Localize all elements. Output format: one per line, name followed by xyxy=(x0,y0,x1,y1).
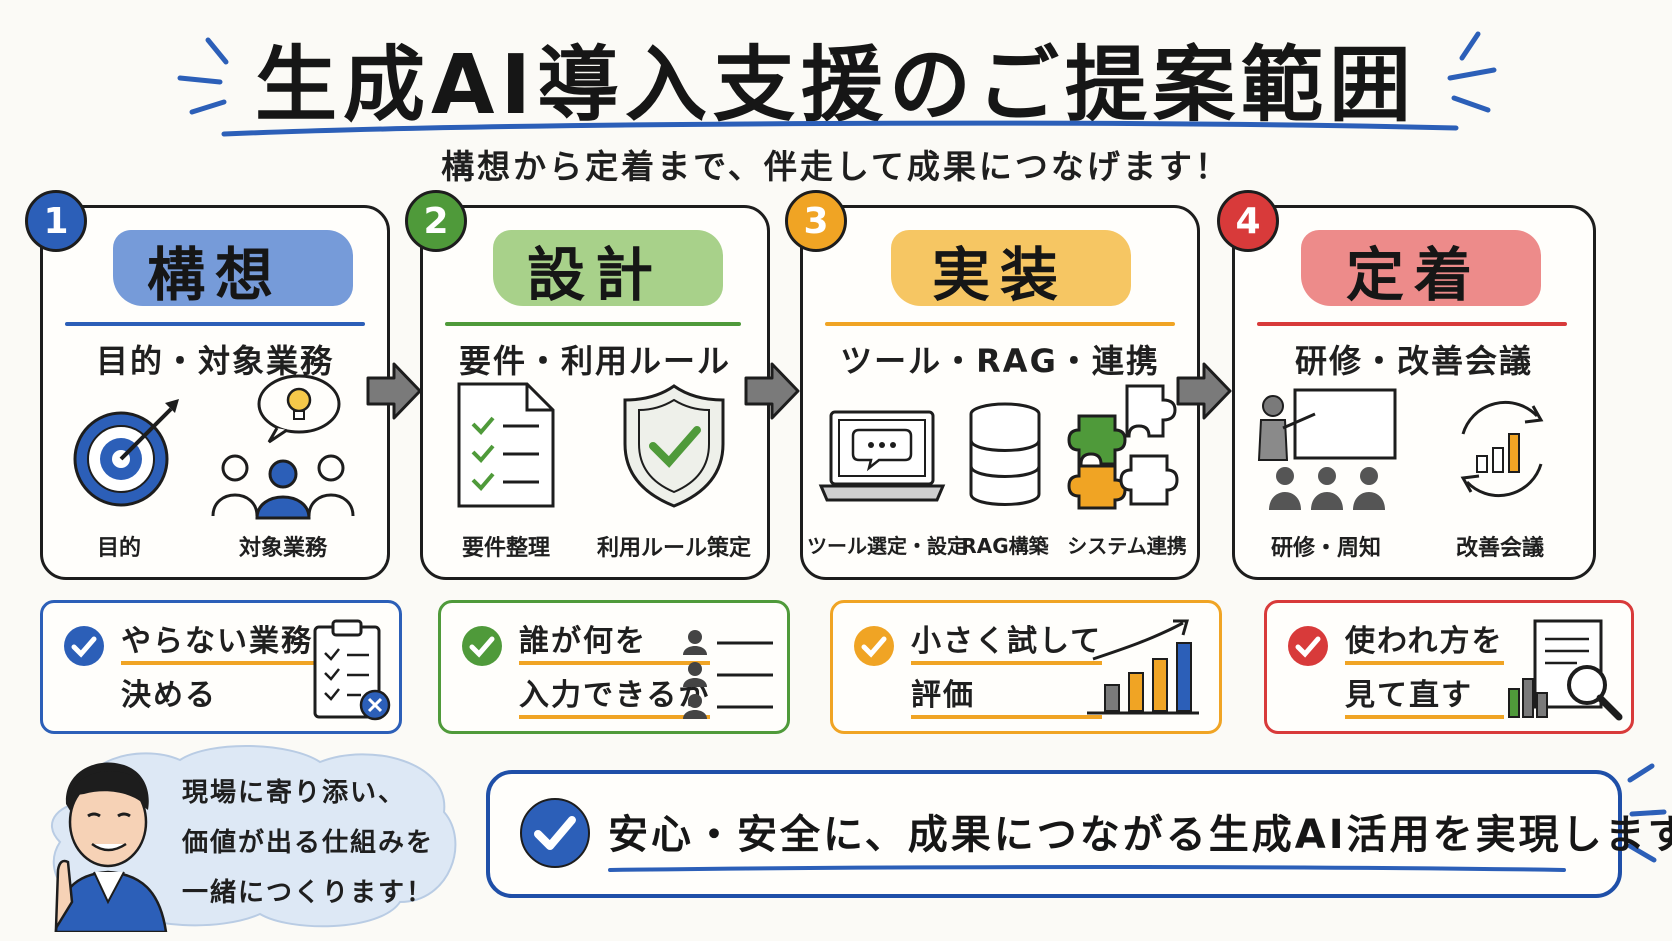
step-subtitle: ツール・RAG・連携 xyxy=(840,342,1160,380)
step-card-2: 2 設計 要件・利用ルール 要件整理 利用ルール策定 xyxy=(405,190,770,580)
training-icon xyxy=(1257,388,1397,510)
note-box-3: 小さく試して 評価 xyxy=(830,600,1222,734)
banner-underline xyxy=(608,865,1566,872)
icon-label: システム連携 xyxy=(1067,534,1187,558)
checklist-icon xyxy=(457,382,555,508)
step-subtitle: 目的・対象業務 xyxy=(95,342,334,380)
check-circle-icon xyxy=(520,798,590,868)
step-title: 設計 xyxy=(526,241,663,309)
page-subtitle: 構想から定着まで、伴走して成果につなげます！ xyxy=(441,147,1231,186)
icon-label: 研修・周知 xyxy=(1270,536,1381,561)
shield-icon xyxy=(623,384,725,508)
icon-label: ツール選定・設定 xyxy=(807,534,967,558)
step-number-badge: 1 xyxy=(25,190,87,252)
step-arrow-icon xyxy=(744,362,800,420)
step-number-badge: 3 xyxy=(785,190,847,252)
step-rule xyxy=(65,322,365,326)
user-list-icon xyxy=(683,630,773,719)
step-card-1: 1 構想 目的・対象業務 目的 対象業務 xyxy=(25,190,390,580)
note-line: 誰が何を xyxy=(519,617,711,671)
note-line: 評価 xyxy=(911,671,1103,725)
clipboard-icon xyxy=(313,619,391,721)
check-circle-icon xyxy=(64,626,104,666)
consultant-avatar xyxy=(54,762,168,932)
spark-right-icon xyxy=(1447,31,1497,113)
step-title-highlight xyxy=(1301,230,1541,306)
speech-text: 現場に寄り添い、 価値が出る仕組みを 一緒につくります！ xyxy=(182,768,434,918)
icon-label: 要件整理 xyxy=(461,536,550,561)
speech-line: 現場に寄り添い、 xyxy=(182,778,407,808)
step-arrow-icon xyxy=(1176,362,1232,420)
improvement-cycle-icon xyxy=(1460,400,1544,498)
puzzle-icon xyxy=(1067,384,1179,510)
conclusion-banner: 安心・安全に、成果につながる生成AI活用を実現します！ xyxy=(486,770,1672,898)
note-line: 決める xyxy=(121,678,217,713)
step-title: 定着 xyxy=(1345,241,1482,309)
step-rule xyxy=(1257,322,1567,326)
report-search-icon xyxy=(1508,619,1623,721)
note-text: 誰が何を 入力できるか xyxy=(519,617,711,725)
spark-banner-icon xyxy=(1627,763,1667,863)
note-line: 入力できるか xyxy=(519,671,711,725)
database-icon xyxy=(969,402,1041,506)
note-line: 小さく試して xyxy=(911,617,1103,671)
growth-chart-icon xyxy=(1087,619,1199,715)
step-number-badge: 4 xyxy=(1217,190,1279,252)
laptop-chat-icon xyxy=(818,410,946,502)
step-rule xyxy=(825,322,1175,326)
step-card-4: 4 定着 研修・改善会議 研修・周知 改善会議 xyxy=(1217,190,1596,580)
icon-label: 利用ルール策定 xyxy=(596,536,751,561)
check-circle-icon xyxy=(854,626,894,666)
note-box-2: 誰が何を 入力できるか xyxy=(438,600,790,734)
icon-label: RAG構築 xyxy=(961,534,1049,558)
title-underline xyxy=(221,120,1459,137)
step-title: 構想 xyxy=(146,241,283,309)
step-number-badge: 2 xyxy=(405,190,467,252)
note-box-1: やらない業務も 決める xyxy=(40,600,402,734)
step-rule xyxy=(445,322,741,326)
note-box-4: 使われ方を 見て直す xyxy=(1264,600,1634,734)
note-text: 使われ方を 見て直す xyxy=(1345,617,1504,725)
icon-label: 対象業務 xyxy=(238,536,327,561)
note-text: やらない業務も 決める xyxy=(121,617,345,721)
speech-line: 一緒につくります！ xyxy=(182,878,435,908)
page-title: 生成AI導入支援のご提案範囲 xyxy=(255,38,1417,133)
icon-label: 目的 xyxy=(96,536,141,561)
note-line: 見て直す xyxy=(1345,671,1504,725)
note-line: やらない業務も xyxy=(121,617,345,671)
target-icon xyxy=(73,399,179,507)
spark-left-icon xyxy=(177,37,229,115)
note-text: 小さく試して 評価 xyxy=(911,617,1103,725)
step-card-3: 3 実装 ツール・RAG・連携 ツール選定・設定 RAG構築 システム連携 xyxy=(785,190,1200,580)
team-idea-icon xyxy=(211,374,355,520)
step-title-highlight xyxy=(891,230,1131,306)
step-arrow-icon xyxy=(366,362,422,420)
step-title-highlight xyxy=(113,230,353,306)
icon-label: 改善会議 xyxy=(1455,536,1544,561)
note-line: 使われ方を xyxy=(1345,617,1504,671)
check-circle-icon xyxy=(462,626,502,666)
speech-line: 価値が出る仕組みを xyxy=(182,828,435,858)
step-title: 実装 xyxy=(931,241,1068,309)
step-subtitle: 研修・改善会議 xyxy=(1294,342,1533,380)
step-title-highlight xyxy=(493,230,723,306)
step-subtitle: 要件・利用ルール xyxy=(458,342,731,380)
banner-text: 安心・安全に、成果につながる生成AI活用を実現します！ xyxy=(608,812,1672,858)
check-circle-icon xyxy=(1288,626,1328,666)
